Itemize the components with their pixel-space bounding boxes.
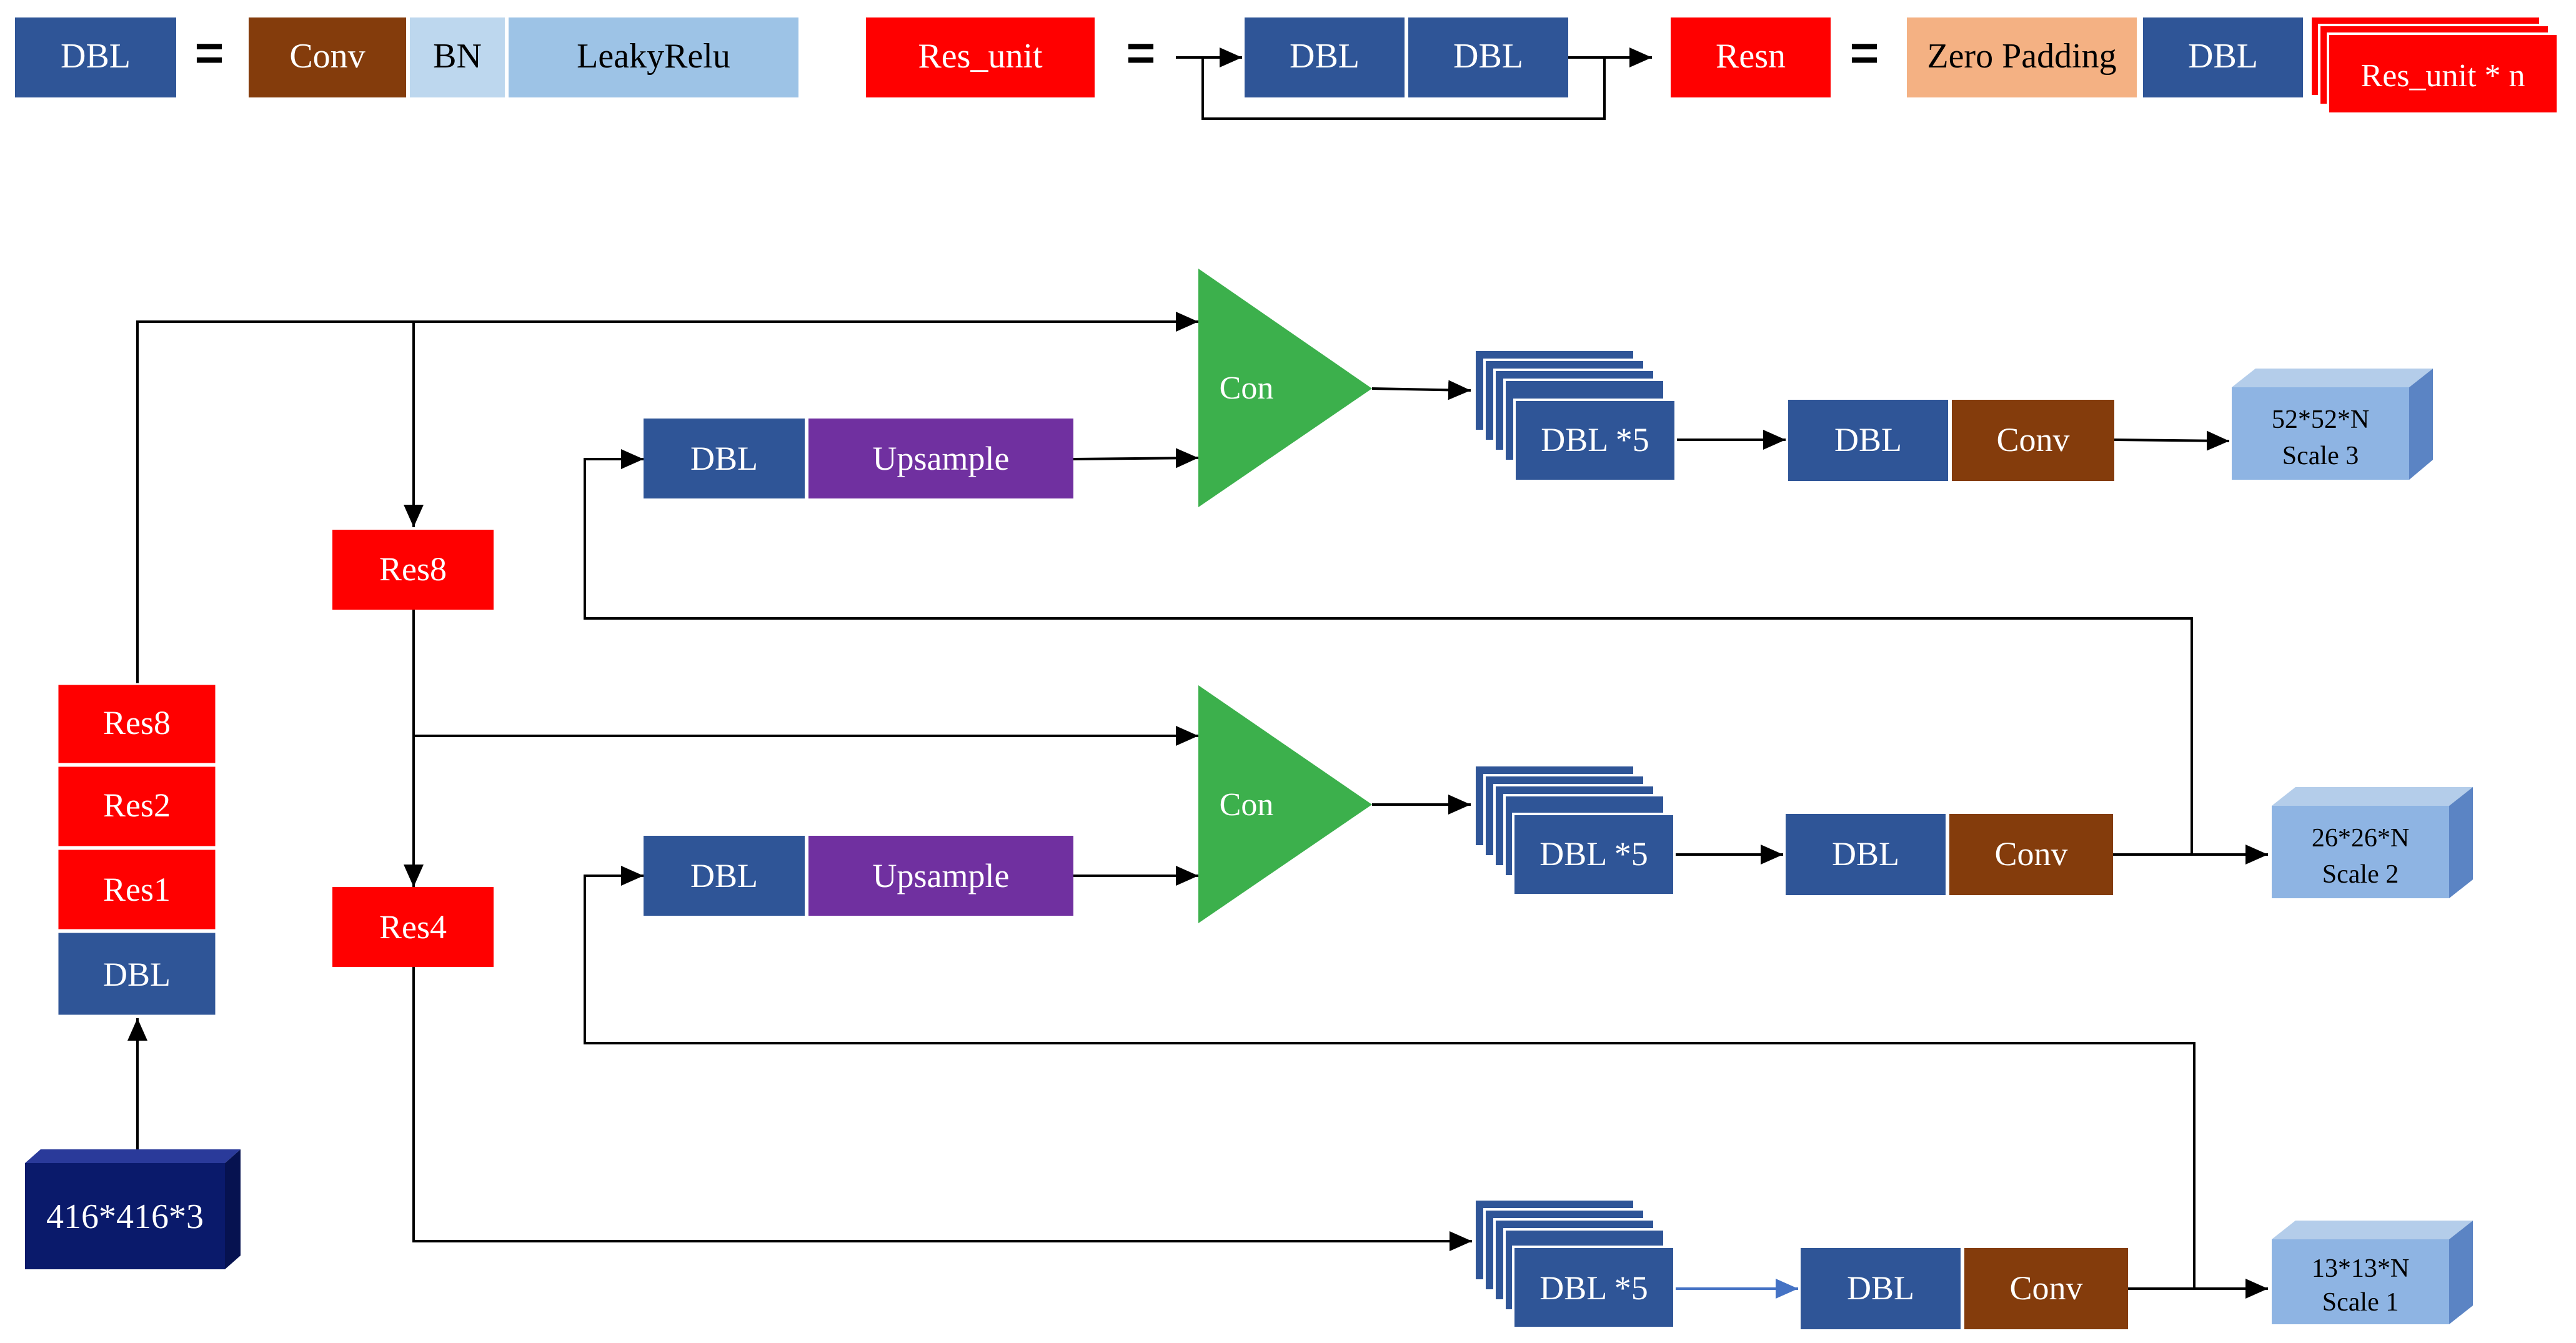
legend-leakyrelu-block: LeakyRelu <box>509 17 798 97</box>
dbl-conv-middle: DBL Conv <box>1786 814 2113 895</box>
output-cube-scale2: 26*26*N Scale 2 <box>2272 787 2473 898</box>
svg-text:DBL: DBL <box>1847 1269 1914 1307</box>
svg-text:Scale 3: Scale 3 <box>2282 442 2359 470</box>
svg-text:Upsample: Upsample <box>873 857 1010 895</box>
svg-text:26*26*N: 26*26*N <box>2312 824 2409 853</box>
dbl-upsample-top: DBL Upsample <box>644 419 1073 498</box>
legend-resn-label: Resn <box>1716 37 1786 76</box>
input-tensor-label: 416*416*3 <box>46 1197 204 1236</box>
legend-resn-block: Resn <box>1671 17 1831 97</box>
dbl5-bottom: DBL *5 <box>1473 1198 1676 1329</box>
svg-text:Scale 1: Scale 1 <box>2322 1288 2399 1317</box>
svg-text:DBL: DBL <box>1290 37 1360 76</box>
legend-dbl-block: DBL <box>15 17 176 97</box>
dbl5-middle: DBL *5 <box>1473 764 1676 896</box>
legend-res-unit-dbl-1: DBL <box>1245 17 1405 97</box>
svg-text:Con: Con <box>1220 787 1274 823</box>
dbl-upsample-middle: DBL Upsample <box>644 836 1073 916</box>
dbl5-top: DBL *5 <box>1473 349 1677 482</box>
svg-text:Con: Con <box>1220 370 1274 406</box>
legend-res-unit-n-label: Res_unit * n <box>2361 58 2525 94</box>
dbl-conv-top: DBL Conv <box>1788 400 2114 481</box>
svg-text:DBL: DBL <box>690 857 758 895</box>
legend-conv-label: Conv <box>289 37 365 76</box>
concat-middle: Con <box>1198 685 1372 923</box>
backbone-res8: Res8 <box>56 683 217 765</box>
middle-res8: Res8 <box>332 530 494 610</box>
middle-res4: Res4 <box>332 887 494 967</box>
svg-text:DBL: DBL <box>1453 37 1523 76</box>
legend-zero-padding-block: Zero Padding <box>1907 17 2137 97</box>
dbl-conv-bottom: DBL Conv <box>1801 1248 2128 1329</box>
legend-res-unit-n-stack: Res_unit * n <box>2309 15 2559 115</box>
legend-bn-block: BN <box>410 17 505 97</box>
backbone-stack: Res8 Res2 Res1 DBL <box>56 683 217 1017</box>
legend-res-unit-dbl-2: DBL <box>1408 17 1568 97</box>
svg-text:Conv: Conv <box>2009 1269 2082 1307</box>
output-cube-scale1: 13*13*N Scale 1 <box>2272 1221 2473 1324</box>
svg-text:DBL: DBL <box>1834 421 1902 458</box>
legend-dbl-label: DBL <box>61 37 131 76</box>
concat-top: Con <box>1198 269 1372 507</box>
legend-zero-padding-label: Zero Padding <box>1927 37 2116 76</box>
svg-text:DBL: DBL <box>103 956 171 993</box>
legend-equals-2: = <box>1126 25 1156 81</box>
svg-text:DBL *5: DBL *5 <box>1539 1269 1648 1307</box>
svg-text:DBL *5: DBL *5 <box>1541 421 1649 458</box>
legend-bn-label: BN <box>433 37 482 76</box>
svg-text:Conv: Conv <box>1996 421 2069 458</box>
svg-text:Res8: Res8 <box>379 550 447 588</box>
svg-text:Res1: Res1 <box>103 871 171 908</box>
svg-text:DBL *5: DBL *5 <box>1539 835 1648 873</box>
connectors <box>127 312 2268 1299</box>
svg-text:Scale 2: Scale 2 <box>2322 860 2399 889</box>
legend-conv-block: Conv <box>249 17 406 97</box>
legend-resn-dbl-block: DBL <box>2143 17 2303 97</box>
backbone-dbl: DBL <box>56 931 217 1017</box>
legend: DBL = Conv BN LeakyRelu Res_unit = DBL <box>15 15 2559 120</box>
svg-text:DBL: DBL <box>2188 37 2258 76</box>
legend-leakyrelu-label: LeakyRelu <box>577 37 730 76</box>
svg-text:Res8: Res8 <box>103 704 171 741</box>
svg-text:Res2: Res2 <box>103 786 171 824</box>
input-tensor-cube: 416*416*3 <box>25 1149 241 1269</box>
svg-text:DBL: DBL <box>690 440 758 477</box>
svg-text:52*52*N: 52*52*N <box>2272 405 2369 434</box>
legend-res-unit-label: Res_unit <box>918 37 1043 76</box>
svg-text:13*13*N: 13*13*N <box>2312 1254 2409 1283</box>
legend-res-unit-block: Res_unit <box>866 17 1095 97</box>
output-cube-scale3: 52*52*N Scale 3 <box>2232 369 2433 480</box>
svg-text:DBL: DBL <box>1832 835 1899 873</box>
backbone-res1: Res1 <box>56 848 217 931</box>
legend-equals-1: = <box>195 25 224 81</box>
svg-text:Conv: Conv <box>1994 835 2067 873</box>
svg-text:Res4: Res4 <box>379 908 447 946</box>
backbone-res2: Res2 <box>56 765 217 848</box>
legend-equals-3: = <box>1850 25 1879 81</box>
svg-text:Upsample: Upsample <box>873 440 1010 477</box>
